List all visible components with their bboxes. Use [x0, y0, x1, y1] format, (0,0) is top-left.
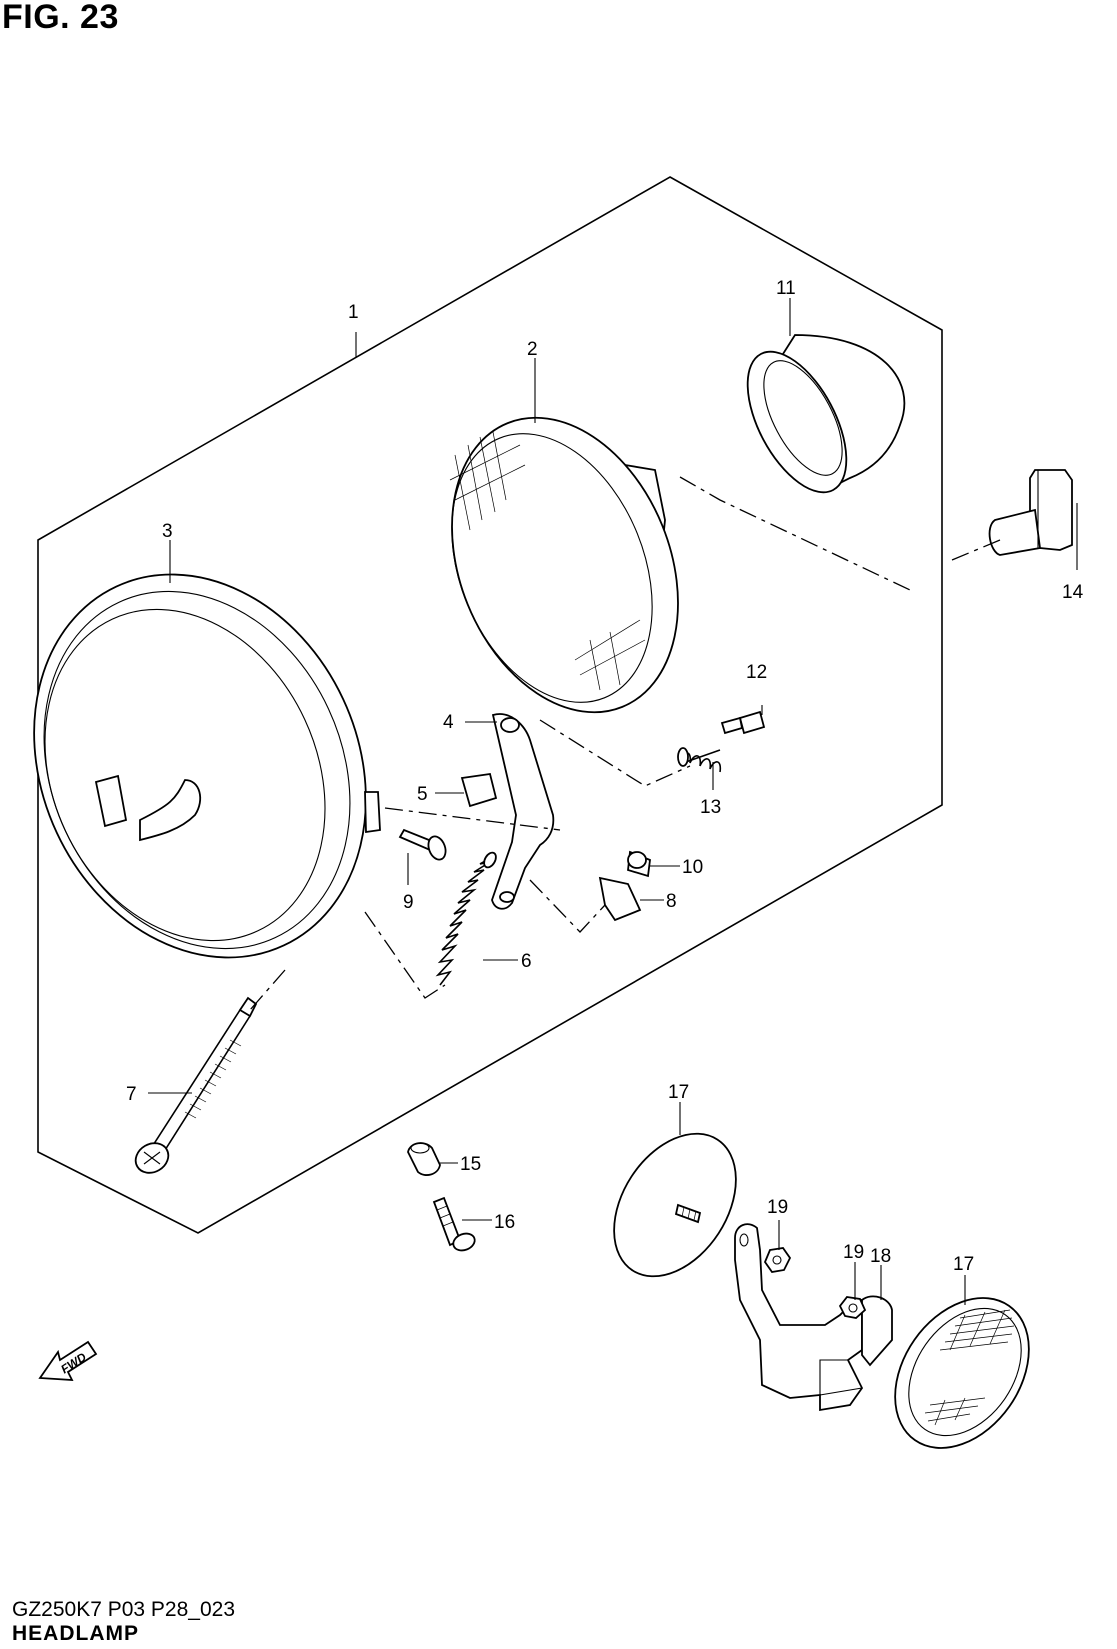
- nut-19-a: [763, 1247, 792, 1273]
- forward-arrow-icon: FWD: [38, 1340, 98, 1381]
- callout-5: 5: [417, 784, 428, 805]
- callout-8: 8: [666, 891, 677, 912]
- headlamp-rim-3: [33, 573, 381, 959]
- callout-19-b: 19: [843, 1242, 864, 1263]
- assembly-guide-lines: [249, 476, 1001, 1011]
- spring-6: [435, 851, 497, 986]
- figure-name: HEADLAMP: [12, 1622, 139, 1645]
- callout-7: 7: [126, 1084, 137, 1105]
- reflector-17-upper: [613, 1132, 737, 1278]
- callout-10: 10: [682, 857, 703, 878]
- figure-title: FIG. 23: [2, 0, 119, 36]
- assembly-boundary: [37, 176, 943, 1234]
- spring-13: [677, 747, 722, 773]
- headlamp-lens-2: [449, 416, 679, 714]
- callout-4: 4: [443, 712, 454, 733]
- screw-9: [398, 828, 447, 861]
- callout-17-lower: 17: [953, 1254, 974, 1275]
- model-code: GZ250K7 P03 P28_023: [12, 1598, 236, 1621]
- adjusting-bracket-4: [491, 713, 555, 910]
- clip-nut-8: [598, 876, 642, 922]
- callout-9: 9: [403, 892, 414, 913]
- nut-19-b: [838, 1296, 867, 1319]
- callout-14: 14: [1062, 582, 1084, 603]
- callout-11: 11: [776, 278, 796, 299]
- callout-16: 16: [494, 1212, 515, 1233]
- collar-10: [627, 850, 651, 878]
- callout-18: 18: [870, 1246, 891, 1267]
- callout-1: 1: [348, 302, 359, 323]
- callout-19-a: 19: [767, 1197, 788, 1218]
- headlamp-bulb-14: [988, 469, 1073, 556]
- cap-15: [407, 1142, 441, 1176]
- callout-3: 3: [162, 521, 173, 542]
- callout-2: 2: [527, 339, 538, 360]
- adjusting-screw-7: [134, 996, 258, 1174]
- reflector-bracket-18: [734, 1223, 893, 1412]
- reflector-17-lower: [894, 1297, 1030, 1449]
- callout-15: 15: [460, 1154, 481, 1175]
- callout-13: 13: [700, 797, 721, 818]
- screw-12: [720, 710, 766, 735]
- bolt-16: [432, 1196, 476, 1252]
- clip-nut-5: [460, 772, 498, 808]
- leader-lines: [148, 298, 1078, 1305]
- callout-6: 6: [521, 951, 532, 972]
- callout-12: 12: [746, 662, 767, 683]
- socket-cover-11: [746, 334, 906, 494]
- callout-17-upper: 17: [668, 1082, 689, 1103]
